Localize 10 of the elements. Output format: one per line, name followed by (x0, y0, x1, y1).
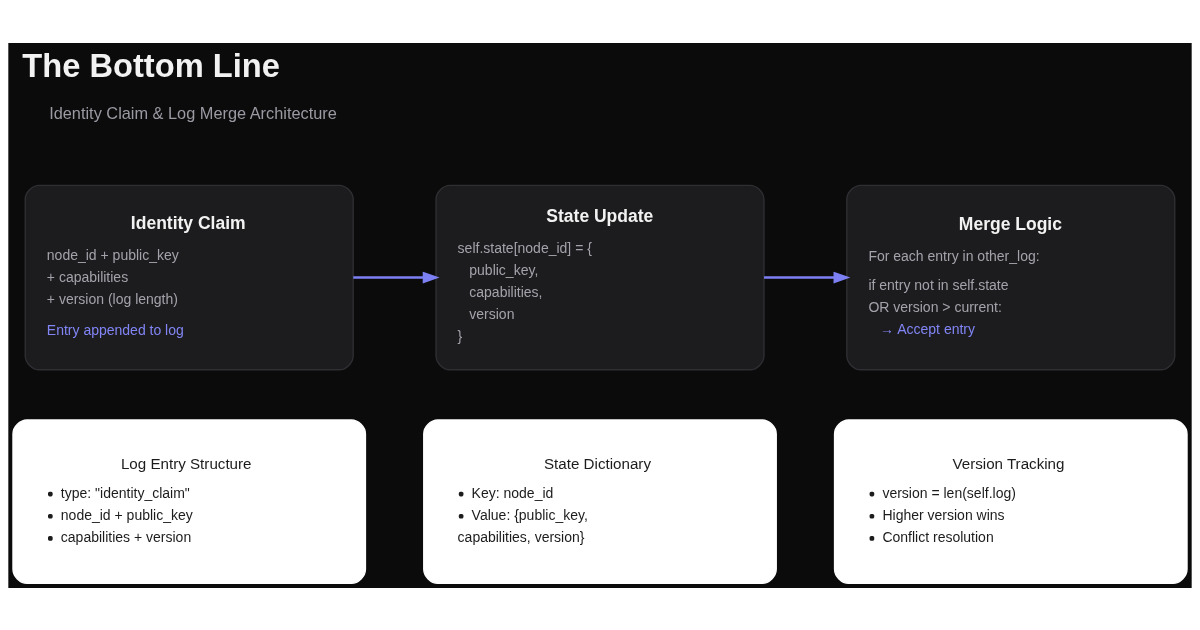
node-box: Merge Logic For each entry in other_log: if entry not in self.state OR version > current: → Accept entry (846, 184, 1176, 370)
arrow (764, 271, 851, 283)
node-box: Identity Claim node_id + public_key + capabilities + version (log length) Entry appended to log (24, 184, 354, 370)
node-box: State Update self.state[node_id] = { public_key, capabilities, version } (435, 184, 765, 370)
arrow (353, 271, 440, 283)
node-box: State Dictionary Key: node_id Value: {public_key, capabilities, version} (423, 418, 777, 584)
label: Identity Claim & Log Merge Architecture (49, 103, 337, 122)
diagram-title: The Bottom Line (22, 46, 280, 84)
node-box: Version Tracking version = len(self.log) Higher version wins Conflict resolution (833, 418, 1188, 584)
node-box: Log Entry Structure type: "identity_claim" node_id + public_key capabilities + version (12, 418, 367, 584)
